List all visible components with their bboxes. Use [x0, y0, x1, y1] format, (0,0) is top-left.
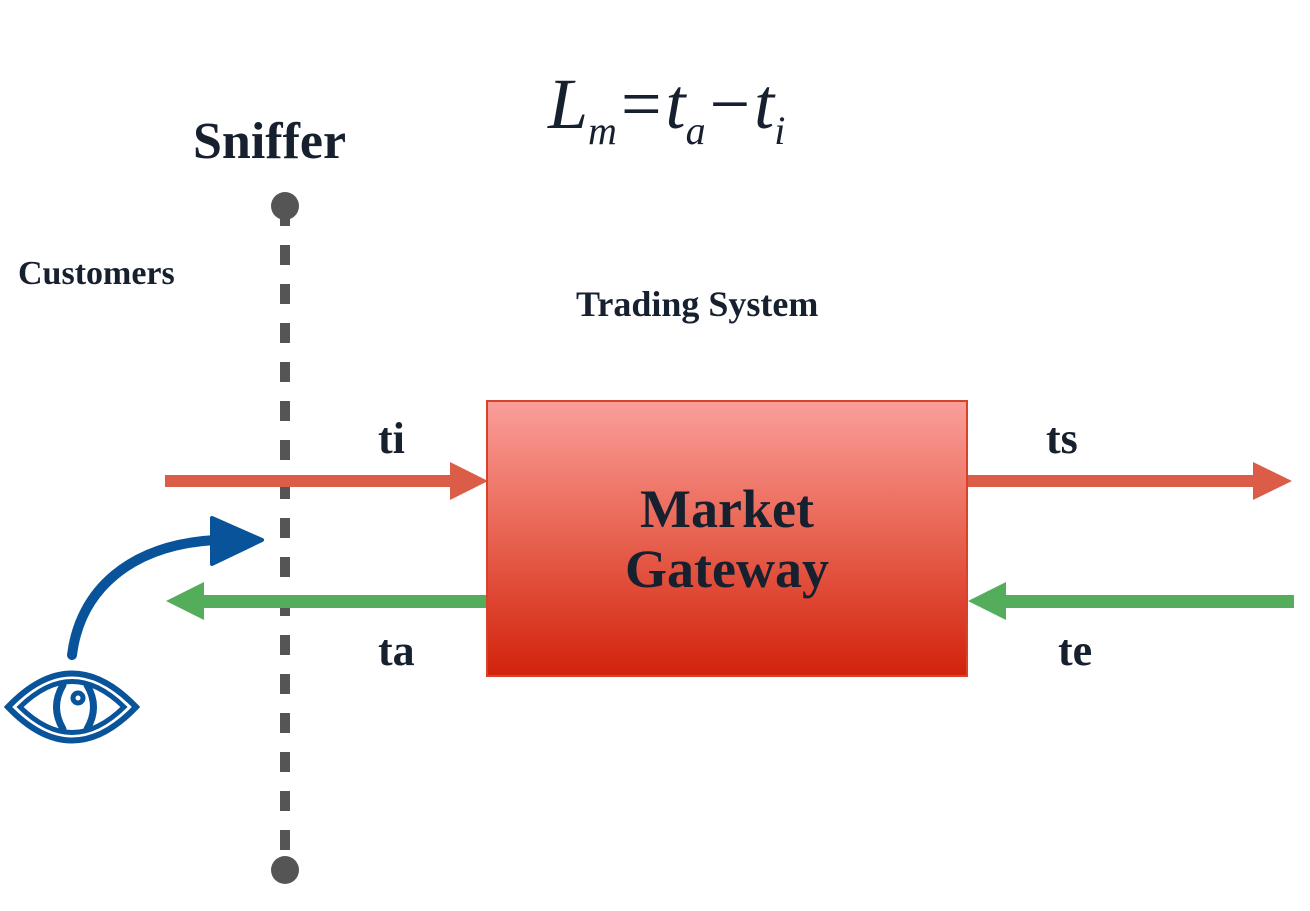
trading-system-label: Trading System — [576, 284, 819, 324]
latency-formula: Lm=ta−ti — [548, 68, 786, 153]
formula-lhs: L — [548, 64, 589, 144]
formula-term1: t — [665, 64, 686, 144]
formula-term2-sub: i — [774, 108, 786, 153]
sniffer-label: Sniffer — [193, 113, 347, 170]
request-arrow-ts — [968, 462, 1292, 500]
response-arrow-ta — [166, 582, 490, 620]
formula-lhs-sub: m — [588, 108, 617, 153]
formula-term2: t — [754, 64, 775, 144]
sniffer-bottom-node — [271, 856, 299, 884]
timestamp-ts: ts — [1046, 414, 1078, 463]
formula-minus: − — [709, 64, 751, 144]
observer-arrow — [67, 516, 264, 660]
request-arrow-ti — [165, 462, 488, 500]
timestamp-te: te — [1058, 626, 1093, 675]
market-gateway-label: Market Gateway — [625, 478, 829, 599]
formula-equals: = — [620, 64, 662, 144]
response-arrow-te — [968, 582, 1294, 620]
sniffer-top-node — [271, 192, 299, 220]
formula-term1-sub: a — [685, 108, 706, 153]
sniffer-line — [271, 192, 299, 884]
timestamp-ti: ti — [378, 414, 405, 463]
eye-icon — [3, 670, 141, 744]
customers-label: Customers — [18, 255, 175, 292]
timestamp-ta: ta — [378, 626, 415, 675]
market-gateway-box: Market Gateway — [486, 400, 968, 677]
